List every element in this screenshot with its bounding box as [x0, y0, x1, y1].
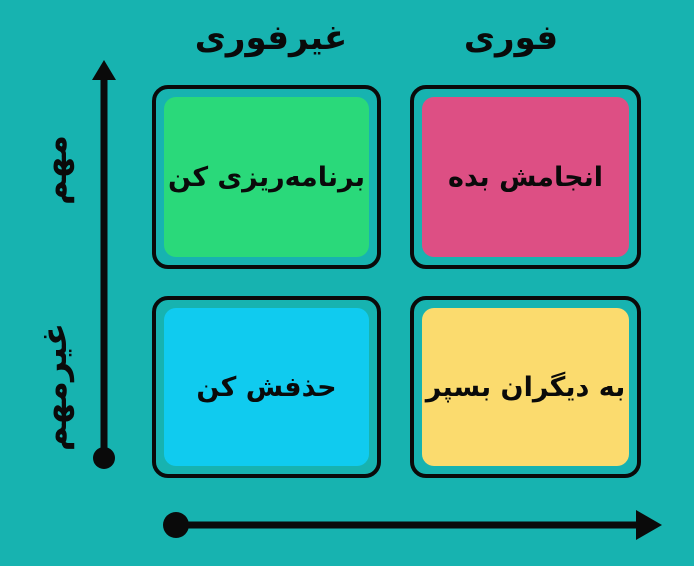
- quadrant-delete-fill: حذفش کن: [164, 308, 369, 466]
- quadrant-delegate-fill: به دیگران بسپر: [422, 308, 629, 466]
- quadrant-delegate-label: به دیگران بسپر: [425, 371, 626, 403]
- vertical-axis-arrow: [92, 60, 116, 469]
- quadrant-delete: حذفش کن: [152, 296, 381, 478]
- quadrant-do: انجامش بده: [410, 85, 641, 269]
- quadrant-do-fill: انجامش بده: [422, 97, 629, 257]
- quadrant-delegate: به دیگران بسپر: [410, 296, 641, 478]
- column-label-not-urgent: غیرفوری: [194, 18, 348, 58]
- row-label-not-important: غیرمهم: [35, 322, 75, 452]
- quadrant-schedule: برنامه‌ریزی کن: [152, 85, 381, 269]
- quadrant-do-label: انجامش بده: [448, 161, 603, 193]
- column-label-urgent: فوری: [463, 18, 559, 58]
- quadrant-schedule-fill: برنامه‌ریزی کن: [164, 97, 369, 257]
- horizontal-axis-arrow: [163, 510, 662, 540]
- quadrant-delete-label: حذفش کن: [196, 371, 337, 403]
- row-label-important: مهم: [35, 134, 75, 206]
- quadrant-schedule-label: برنامه‌ریزی کن: [168, 161, 365, 193]
